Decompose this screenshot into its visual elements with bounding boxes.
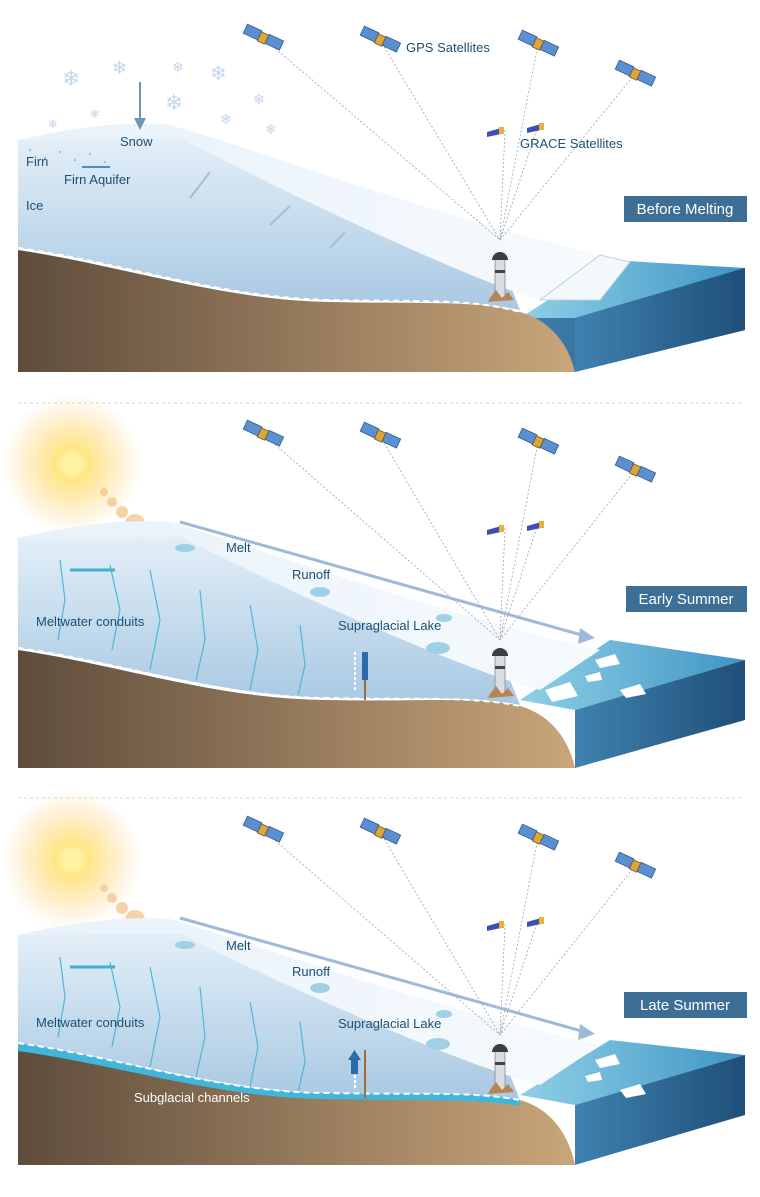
grace-satellite-icon: [487, 127, 504, 137]
satellite-icon: [614, 851, 657, 879]
svg-text:❄: ❄: [210, 61, 227, 85]
meltwater-conduits-label: Meltwater conduits: [36, 1015, 145, 1030]
grace-satellite-icon: [487, 525, 504, 535]
grace-satellite-icon: [527, 521, 544, 531]
panel-title: Late Summer: [640, 997, 730, 1014]
grace-satellite-icon: [487, 921, 504, 931]
grace-satellite-icon: [527, 917, 544, 927]
svg-text:❄: ❄: [172, 60, 184, 76]
panel-title-box: [624, 196, 747, 222]
panel-before-melting: ❄ ❄ ❄ ❄ ❄ ❄ ❄ ❄ ❄ ❄ GPS Satellites G: [17, 23, 747, 372]
satellite-icon: [614, 59, 657, 87]
supraglacial-lake-label: Supraglacial Lake: [338, 618, 441, 633]
panel-title-box: [624, 992, 747, 1018]
satellite-icon: [614, 455, 657, 483]
satellite-icon: [359, 421, 402, 449]
runoff-label: Runoff: [292, 964, 330, 979]
svg-text:❄: ❄: [220, 112, 232, 128]
panel-title: Before Melting: [637, 201, 734, 218]
satellite-icon: [359, 817, 402, 845]
panel-early-summer: Melt Runoff Meltwater conduits Supraglac…: [2, 394, 747, 768]
panel-title-box: [626, 586, 747, 612]
subglacial-channels-label: Subglacial channels: [134, 1090, 250, 1105]
ice-label: Ice: [26, 198, 43, 213]
runoff-label: Runoff: [292, 567, 330, 582]
firn-aquifer-label: Firn Aquifer: [64, 172, 131, 187]
svg-text:❄: ❄: [48, 117, 58, 131]
meltwater-conduits-label: Meltwater conduits: [36, 614, 145, 629]
grace-satellite-icon: [527, 123, 544, 133]
satellite-icon: [517, 29, 560, 57]
svg-text:❄: ❄: [62, 67, 80, 92]
melt-label: Melt: [226, 938, 251, 953]
grace-label: GRACE Satellites: [520, 136, 623, 151]
satellite-icon: [517, 427, 560, 455]
svg-text:❄: ❄: [90, 107, 100, 121]
satellite-icon: [242, 815, 285, 843]
satellite-icon: [359, 25, 402, 53]
snow-label: Snow: [120, 134, 153, 149]
melt-label: Melt: [226, 540, 251, 555]
panel-late-summer: Melt Runoff Meltwater conduits Supraglac…: [2, 790, 747, 1165]
panel-title: Early Summer: [638, 591, 733, 608]
svg-text:❄: ❄: [165, 91, 183, 116]
svg-text:❄: ❄: [265, 122, 277, 138]
supraglacial-lake-label: Supraglacial Lake: [338, 1016, 441, 1031]
satellite-icon: [242, 419, 285, 447]
gps-label: GPS Satellites: [406, 40, 490, 55]
svg-text:❄: ❄: [253, 92, 265, 108]
svg-text:❄: ❄: [112, 58, 127, 79]
satellite-icon: [517, 823, 560, 851]
satellite-icon: [242, 23, 285, 51]
firn-label: Firn: [26, 154, 48, 169]
snowflake-icon: ❄ ❄ ❄ ❄ ❄ ❄ ❄ ❄ ❄ ❄: [48, 58, 277, 138]
